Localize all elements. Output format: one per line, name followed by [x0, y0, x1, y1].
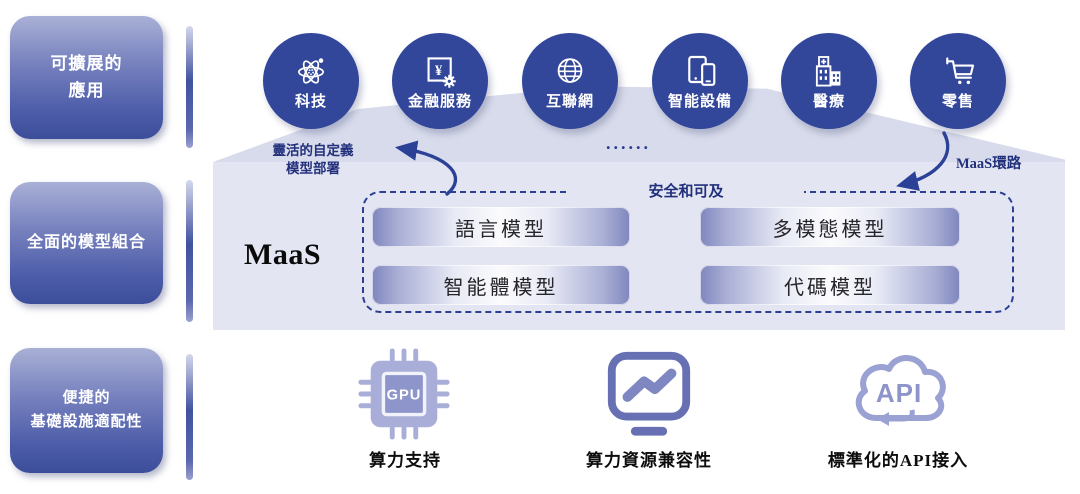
- svg-text:¥: ¥: [435, 63, 443, 79]
- feature-line: 全面的模型組合: [26, 233, 146, 251]
- gpu-chip-icon: GPU: [357, 347, 451, 446]
- model-pill-agent: 智能體模型: [372, 265, 630, 305]
- industry-label: 科技: [294, 94, 327, 110]
- tablet-phone-icon: [688, 55, 716, 86]
- feature-line: 可擴展的: [50, 54, 123, 74]
- feature-accent-bar: [186, 26, 193, 148]
- industry-circle-retail: 零售: [910, 33, 1006, 129]
- model-pill-language: 語言模型: [372, 207, 630, 247]
- industry-label: 智能設備: [667, 94, 732, 110]
- feature-accent-bar: [186, 354, 193, 480]
- note-maas-loop: MaaS環路: [956, 156, 1022, 172]
- gpu-chip-text: GPU: [387, 387, 422, 403]
- model-pill-label: 代碼模型: [784, 276, 876, 299]
- atom-icon: [298, 58, 324, 84]
- note-line: 模型部署: [286, 160, 340, 176]
- monitor-chart-icon: [601, 348, 697, 447]
- feature-box-model-portfolio: 全面的模型組合: [10, 182, 163, 304]
- industry-label: 零售: [941, 94, 974, 110]
- hospital-icon: [815, 56, 841, 87]
- model-pill-multimodal: 多模態模型: [700, 207, 960, 247]
- industries-ellipsis: ......: [606, 133, 651, 153]
- industry-label: 金融服務: [407, 94, 472, 110]
- industry-label: 醫療: [812, 94, 845, 110]
- maas-title: MaaS: [244, 238, 321, 271]
- note-flexible-custom-deployment: 靈活的自定義 模型部署: [246, 142, 380, 177]
- industry-circle-technology: 科技: [263, 33, 359, 129]
- note-line: 靈活的自定義: [272, 143, 354, 158]
- globe-icon: [557, 58, 583, 83]
- api-cloud-text: API: [876, 378, 922, 408]
- model-pill-label: 智能體模型: [443, 276, 559, 299]
- feature-line: 便捷的: [62, 390, 111, 407]
- feature-line: 基礎設施適配性: [30, 413, 143, 430]
- model-pill-label: 多模態模型: [772, 218, 888, 241]
- dashed-border-gap: [566, 188, 804, 197]
- feature-box-infrastructure-adaptability: 便捷的 基礎設施適配性: [10, 348, 163, 473]
- model-pill-label: 語言模型: [455, 218, 547, 241]
- infra-label-compute-compatibility: 算力資源兼容性: [586, 451, 712, 470]
- infra-label-standard-api: 標準化的API接入: [827, 451, 969, 470]
- industry-circle-smart-devices: 智能設備: [652, 33, 748, 129]
- api-cloud-icon: API: [846, 342, 950, 447]
- note-safe-and-accessible: 安全和可及: [648, 184, 724, 200]
- feature-box-scalable-applications: 可擴展的 應用: [10, 16, 163, 139]
- industry-label: 互聯網: [545, 94, 594, 110]
- shopping-cart-icon: [946, 57, 975, 85]
- yuan-gear-icon: ¥: [427, 57, 456, 88]
- feature-accent-bar: [186, 180, 193, 322]
- model-pill-code: 代碼模型: [700, 265, 960, 305]
- infra-label-compute-support: 算力支持: [369, 451, 441, 470]
- feature-line: 應用: [68, 80, 105, 100]
- industry-circle-internet: 互聯網: [522, 33, 618, 129]
- industry-circle-medical: 醫療: [781, 33, 877, 129]
- industry-circle-financial-services: ¥ 金融服務: [392, 33, 488, 129]
